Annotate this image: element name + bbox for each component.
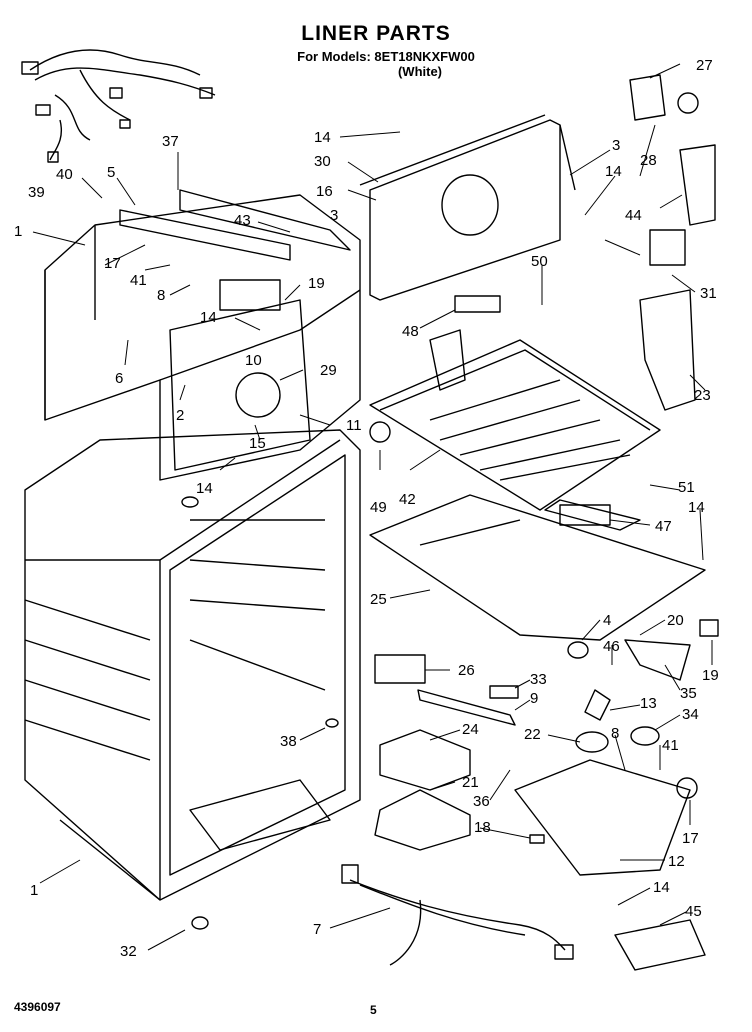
callout-14: 14 [605, 163, 622, 180]
callout-22: 22 [524, 726, 541, 743]
callout-2: 2 [176, 407, 184, 424]
callout-28: 28 [640, 152, 657, 169]
callout-39: 39 [28, 184, 45, 201]
callout-45: 45 [685, 903, 702, 920]
color-line: (White) [397, 64, 443, 79]
callout-47: 47 [655, 518, 672, 535]
callout-37: 37 [162, 133, 179, 150]
page-number: 5 [370, 1003, 377, 1017]
callout-34: 34 [682, 706, 699, 723]
callout-1: 1 [14, 223, 22, 240]
callout-14: 14 [196, 480, 213, 497]
callout-24: 24 [462, 721, 479, 738]
callout-4: 4 [603, 612, 611, 629]
callout-36: 36 [473, 793, 490, 810]
models-line: For Models: 8ET18NKXFW00 [297, 49, 475, 64]
callout-35: 35 [680, 685, 697, 702]
air-tower [629, 74, 716, 411]
freezer-liner [44, 189, 361, 481]
callout-51: 51 [678, 479, 695, 496]
callout-12: 12 [668, 853, 685, 870]
callout-27: 27 [696, 57, 713, 74]
callout-9: 9 [530, 690, 538, 707]
callout-29: 29 [320, 362, 337, 379]
callout-33: 33 [530, 671, 547, 688]
control-housing [514, 619, 719, 876]
callout-17: 17 [682, 830, 699, 847]
callout-21: 21 [462, 774, 479, 791]
callout-10: 10 [245, 352, 262, 369]
callout-42: 42 [399, 491, 416, 508]
callout-8: 8 [611, 725, 619, 742]
freezer-shelf-tray [369, 295, 661, 511]
callout-11: 11 [346, 417, 362, 434]
callout-23: 23 [694, 387, 711, 404]
callout-14: 14 [314, 129, 331, 146]
callout-32: 32 [120, 943, 137, 960]
callout-41: 41 [662, 737, 679, 754]
callout-41: 41 [130, 272, 147, 289]
callout-46: 46 [603, 638, 620, 655]
leader-lines [32, 63, 713, 951]
callout-30: 30 [314, 153, 331, 170]
callout-14: 14 [200, 309, 217, 326]
diagram-title: LINER PARTS [301, 22, 451, 45]
callout-43: 43 [234, 212, 251, 229]
part-number: 4396097 [14, 1000, 61, 1014]
callout-18: 18 [474, 819, 491, 836]
callout-7: 7 [313, 921, 321, 938]
callout-38: 38 [280, 733, 297, 750]
callout-3: 3 [330, 207, 338, 224]
callout-15: 15 [249, 435, 266, 452]
callout-20: 20 [667, 612, 684, 629]
callout-19: 19 [702, 667, 719, 684]
callout-8: 8 [157, 287, 165, 304]
callout-14: 14 [688, 499, 705, 516]
callout-48: 48 [402, 323, 419, 340]
callout-25: 25 [370, 591, 387, 608]
callout-13: 13 [640, 695, 657, 712]
callout-6: 6 [115, 370, 123, 387]
callout-5: 5 [107, 164, 115, 181]
callout-labels: 27 37 14 3 30 14 28 40 5 16 39 44 3 43 1… [14, 57, 719, 960]
callout-40: 40 [56, 166, 73, 183]
callout-17: 17 [104, 255, 121, 272]
drain-base [369, 494, 706, 641]
callout-31: 31 [700, 285, 717, 302]
callout-19: 19 [308, 275, 325, 292]
callout-50: 50 [531, 253, 548, 270]
callout-49: 49 [370, 499, 387, 516]
wiring-harness-top [21, 49, 216, 163]
callout-16: 16 [316, 183, 333, 200]
callout-44: 44 [625, 207, 642, 224]
evaporator-cover [359, 114, 576, 301]
small-parts [341, 654, 706, 971]
callout-3: 3 [612, 137, 620, 154]
callout-14: 14 [653, 879, 670, 896]
callout-26: 26 [458, 662, 475, 679]
fresh-food-liner [24, 429, 361, 930]
callout-1: 1 [30, 882, 38, 899]
